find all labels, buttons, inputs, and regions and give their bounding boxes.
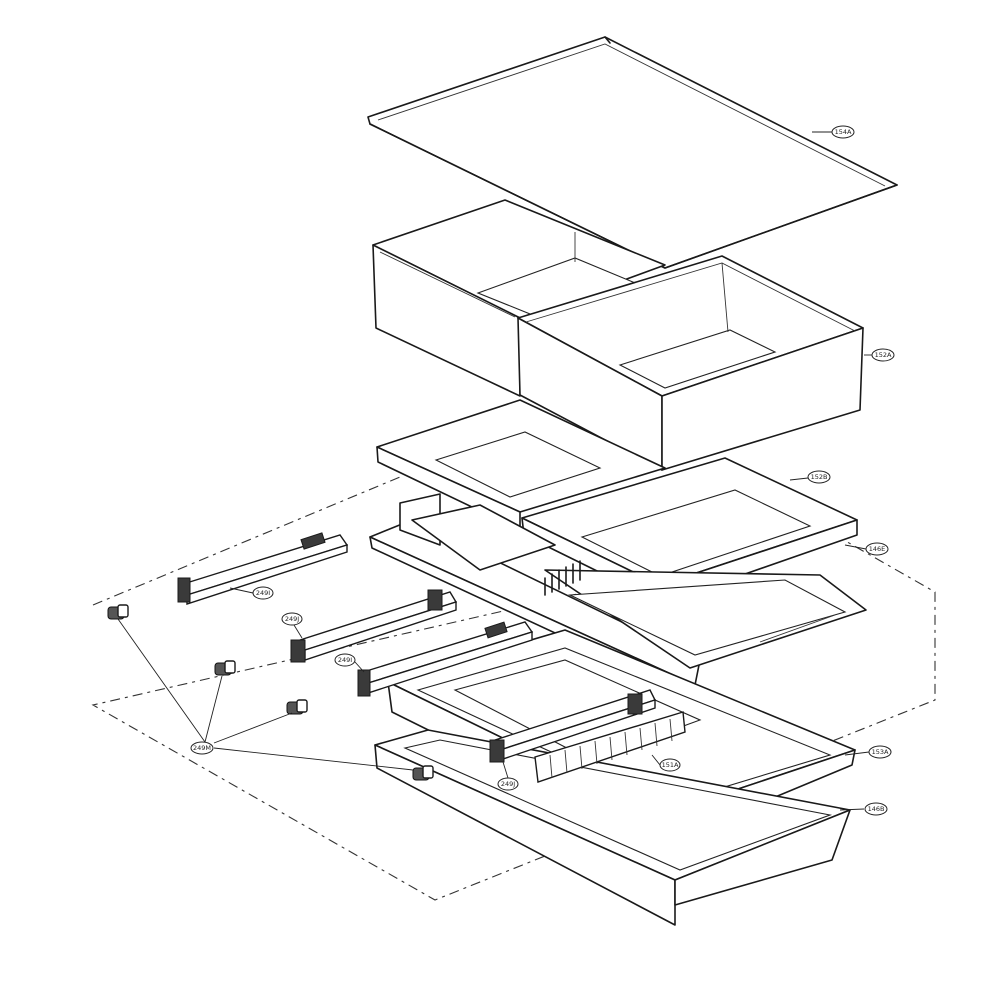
svg-text:152A: 152A <box>875 351 892 359</box>
svg-text:146E: 146E <box>869 545 886 553</box>
clip-249M-c <box>286 699 308 715</box>
slide-rail-249I-upper <box>177 532 349 605</box>
svg-text:249M: 249M <box>193 744 211 752</box>
svg-text:151A: 151A <box>662 761 679 769</box>
callout-152B: 152B <box>807 470 831 484</box>
vent-grille-151A <box>534 711 686 783</box>
clip-249M-b <box>214 660 236 676</box>
svg-text:249I: 249I <box>256 589 270 597</box>
svg-text:154A: 154A <box>835 128 852 136</box>
clip-249M-a <box>107 604 129 620</box>
callout-152A: 152A <box>871 348 895 362</box>
svg-text:249I: 249I <box>338 656 352 664</box>
slide-rail-249J-lower <box>489 689 656 763</box>
slide-rail-249J-upper <box>290 589 458 663</box>
callout-249I-lower: 249I <box>334 653 356 667</box>
svg-text:152B: 152B <box>811 473 828 481</box>
crisper-cover-frame <box>376 399 666 531</box>
shelf-support-frame <box>369 493 867 698</box>
crisper-drawer-right-152A <box>517 255 864 471</box>
glass-shelf-154A <box>367 36 898 269</box>
callout-249I-upper: 249I <box>252 586 274 600</box>
svg-text:249J: 249J <box>285 615 299 623</box>
callout-249J-upper: 249J <box>281 612 303 626</box>
cover-frame-tray-152B <box>521 457 858 604</box>
leader-lines <box>117 131 872 811</box>
svg-text:146B: 146B <box>868 805 885 813</box>
callout-154A: 154A <box>831 125 855 139</box>
callout-153A: 153A <box>868 745 892 759</box>
vent-grille <box>544 560 581 596</box>
callout-249M: 249M <box>190 741 214 755</box>
clip-249M-d <box>412 765 434 781</box>
callout-146B: 146B <box>864 802 888 816</box>
callout-151A: 151A <box>659 758 681 772</box>
callout-146E: 146E <box>865 542 889 556</box>
bottom-frame-146B <box>374 729 851 926</box>
callout-249J-lower: 249J <box>497 777 519 791</box>
svg-text:153A: 153A <box>872 748 889 756</box>
crisper-drawer-lower-153A <box>387 629 856 846</box>
slide-rail-249I-lower <box>357 621 534 697</box>
svg-text:249J: 249J <box>501 780 515 788</box>
